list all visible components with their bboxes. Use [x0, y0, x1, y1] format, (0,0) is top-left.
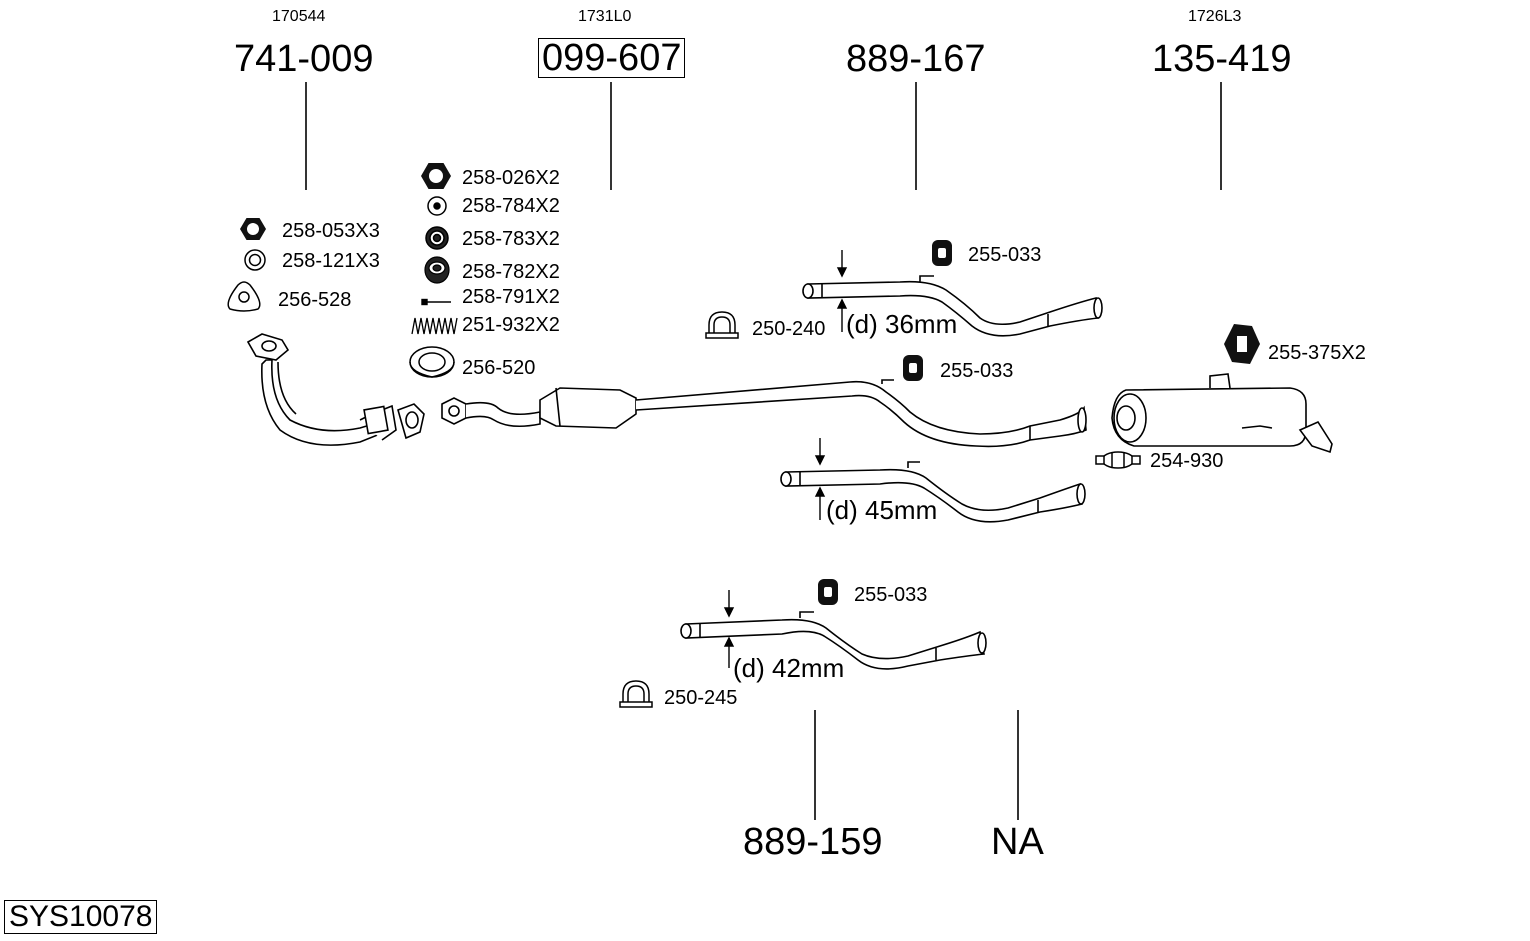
washer-icon [427, 196, 447, 216]
rear-muffler-drawing [1111, 373, 1333, 454]
label-258-026x2[interactable]: 258-026X2 [462, 167, 560, 189]
u-clamp-icon [705, 311, 739, 339]
part-number-099-607[interactable]: 099-607 [538, 38, 686, 78]
washer-icon [425, 226, 449, 250]
tail-pipe-upper-drawing [802, 275, 1103, 337]
label-256-528[interactable]: 256-528 [278, 289, 352, 311]
bolt-icon [421, 298, 451, 306]
label-255-375x2[interactable]: 255-375X2 [1268, 342, 1366, 364]
label-250-245[interactable]: 250-245 [664, 687, 738, 709]
diameter-36mm: (d) 36mm [846, 309, 958, 339]
label-255-033-middle[interactable]: 255-033 [940, 360, 1014, 382]
band-clamp-icon [1095, 451, 1141, 469]
label-258-784x2[interactable]: 258-784X2 [462, 195, 560, 217]
diameter-42mm: (d) 42mm [733, 653, 845, 683]
diameter-arrow-icon [723, 590, 735, 668]
tail-pipe-middle-drawing [780, 461, 1086, 523]
part-number-na: NA [991, 821, 1044, 863]
label-258-121x3[interactable]: 258-121X3 [282, 250, 380, 272]
label-255-033-lower[interactable]: 255-033 [854, 584, 928, 606]
hex-nut-icon [421, 163, 451, 189]
part-number-135-419[interactable]: 135-419 [1152, 38, 1292, 80]
rear-hanger-icon [1224, 324, 1260, 364]
tail-pipe-lower-drawing [680, 611, 987, 670]
rubber-hanger-icon [903, 355, 923, 381]
label-258-791x2[interactable]: 258-791X2 [462, 286, 560, 308]
label-250-240[interactable]: 250-240 [752, 318, 826, 340]
hex-nut-icon [240, 218, 266, 240]
part-number-889-159[interactable]: 889-159 [743, 821, 883, 863]
ring-gasket-icon [409, 346, 455, 378]
diameter-arrow-icon [836, 250, 848, 332]
rubber-hanger-icon [818, 579, 838, 605]
diameter-45mm: (d) 45mm [826, 495, 938, 525]
label-258-783x2[interactable]: 258-783X2 [462, 228, 560, 250]
label-251-932x2[interactable]: 251-932X2 [462, 314, 560, 336]
catalyst-pipe-drawing [441, 379, 1087, 448]
ref-170544: 170544 [272, 8, 326, 25]
ref-1726l3: 1726L3 [1188, 8, 1242, 25]
part-number-889-167[interactable]: 889-167 [846, 38, 986, 80]
label-256-520[interactable]: 256-520 [462, 357, 536, 379]
front-pipe-drawing [246, 333, 425, 446]
washer-icon [244, 249, 266, 271]
washer-icon [424, 256, 450, 284]
ref-1731l0: 1731L0 [578, 8, 632, 25]
label-258-782x2[interactable]: 258-782X2 [462, 261, 560, 283]
spring-icon [411, 317, 458, 335]
system-id-box: SYS10078 [4, 900, 158, 934]
rubber-hanger-icon [932, 240, 952, 266]
label-255-033-upper[interactable]: 255-033 [968, 244, 1042, 266]
label-258-053x3[interactable]: 258-053X3 [282, 220, 380, 242]
u-clamp-icon [619, 680, 653, 708]
diameter-arrow-icon [814, 438, 826, 520]
label-254-930[interactable]: 254-930 [1150, 450, 1224, 472]
triangle-gasket-icon [227, 281, 261, 312]
part-number-741-009[interactable]: 741-009 [234, 38, 374, 80]
